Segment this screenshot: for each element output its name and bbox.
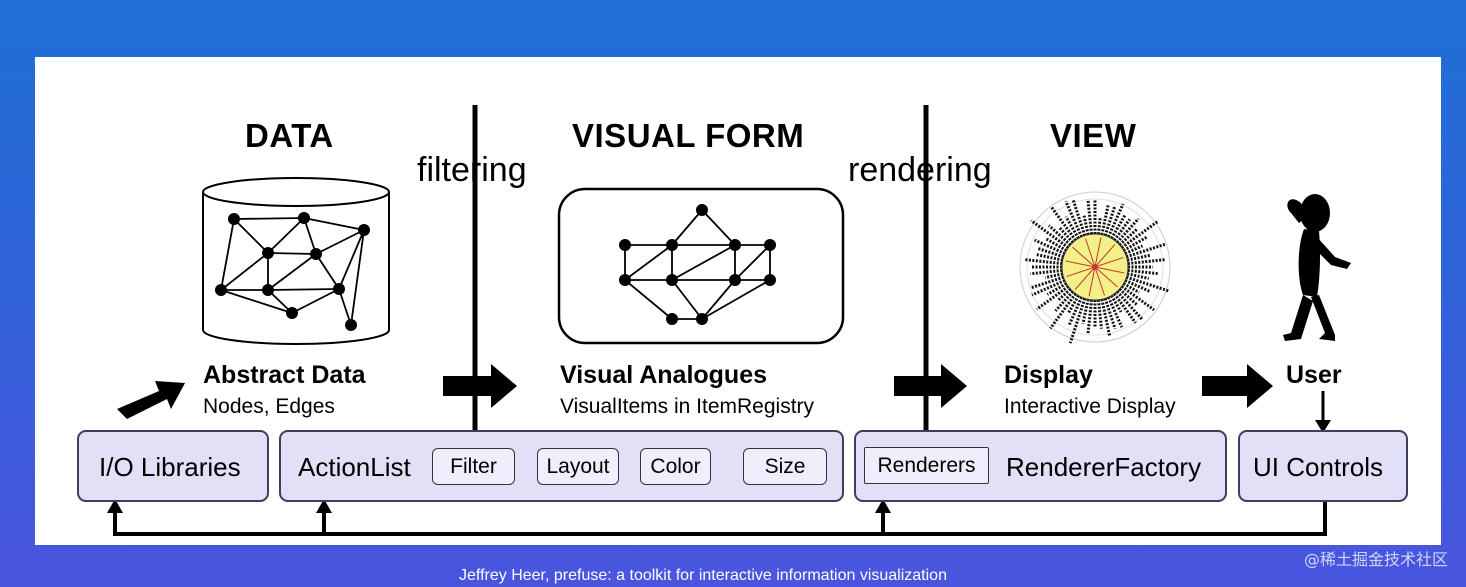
layout-step: Layout [537,448,619,485]
structured-graph-icon [619,204,776,325]
user-label: User [1286,361,1342,389]
visual-analogues-label: Visual Analogues [560,361,768,389]
display-label: Display [1004,361,1093,389]
arrow-user-to-controls-icon [1315,420,1331,433]
renderers-step: Renderers [864,447,989,484]
visual-form-stage-title: VISUAL FORM [572,117,805,154]
user-silhouette-icon [1283,194,1351,341]
abstract-graph-icon [215,212,370,331]
rendering-label: rendering [848,151,992,189]
arrow-rendering-icon [894,364,967,408]
watermark-text: @稀土掘金技术社区 [1303,550,1448,569]
radial-display-icon [1019,191,1171,344]
arrow-up-actionlist-icon [316,499,332,513]
data-stage-title: DATA [245,117,334,154]
view-stage-title: VIEW [1050,117,1137,154]
arrow-up-io-icon [107,499,123,513]
arrow-filtering-icon [443,364,517,408]
slide-caption: Jeffrey Heer, prefuse: a toolkit for int… [459,567,947,584]
ui-controls-label: UI Controls [1253,452,1384,482]
database-cylinder-icon [202,177,390,345]
color-step: Color [640,448,711,485]
filter-step: Filter [432,448,515,485]
arrow-to-user-icon [1202,364,1273,408]
diagram-graphics [107,105,1351,536]
nodes-edges-label: Nodes, Edges [203,395,335,418]
visual-items-label: VisualItems in ItemRegistry [560,395,815,418]
interactive-display-label: Interactive Display [1004,395,1176,418]
renderer-factory-box: RendererFactory [854,430,1227,502]
action-list-label: ActionList [298,452,411,482]
size-step: Size [743,448,827,485]
filtering-label: filtering [417,151,527,189]
renderer-factory-label: RendererFactory [1006,452,1202,482]
visual-form-frame [557,187,845,345]
ui-controls-box: UI Controls [1238,430,1408,502]
io-libraries-box: I/O Libraries [77,430,269,502]
arrow-into-data-icon [117,381,185,419]
abstract-data-label: Abstract Data [203,361,366,389]
diagram-slide: DATA VISUAL FORM VIEW filtering renderin… [35,57,1441,545]
io-libraries-label: I/O Libraries [99,452,241,482]
arrow-up-renderers-icon [875,499,891,513]
